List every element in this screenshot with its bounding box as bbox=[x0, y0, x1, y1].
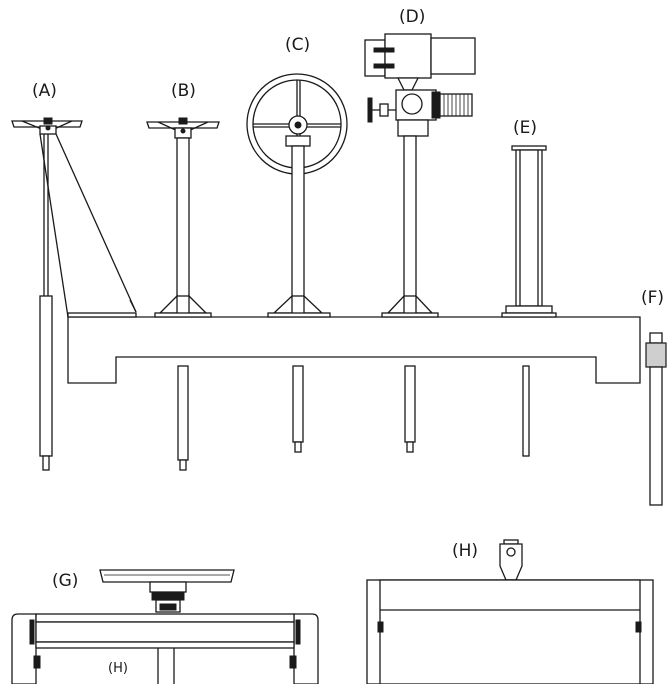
handwheel-g-icon bbox=[99, 569, 235, 613]
label-f: (F) bbox=[641, 288, 664, 308]
stand-d: (D) bbox=[364, 7, 476, 453]
handwheel-a-icon bbox=[11, 117, 83, 135]
stand-a: (A) bbox=[11, 81, 137, 471]
assembly-h: (H) bbox=[366, 539, 654, 684]
stand-f: (F) bbox=[641, 288, 667, 506]
label-e: (E) bbox=[513, 118, 537, 138]
electric-actuator-d-icon bbox=[364, 33, 476, 137]
stand-e: (E) bbox=[501, 118, 557, 457]
label-h: (H) bbox=[452, 541, 478, 561]
label-a: (A) bbox=[32, 81, 57, 101]
label-g: (G) bbox=[52, 571, 78, 591]
label-c: (C) bbox=[285, 35, 310, 55]
stand-b: (B) bbox=[146, 81, 220, 471]
handwheel-b-icon bbox=[146, 117, 220, 139]
label-h-inner: (H) bbox=[108, 661, 128, 676]
stand-c: (C) bbox=[246, 35, 348, 453]
label-b: (B) bbox=[171, 81, 196, 101]
main-beam bbox=[67, 316, 641, 384]
assembly-g: (G) (H) bbox=[11, 569, 319, 684]
label-d: (D) bbox=[399, 7, 425, 27]
